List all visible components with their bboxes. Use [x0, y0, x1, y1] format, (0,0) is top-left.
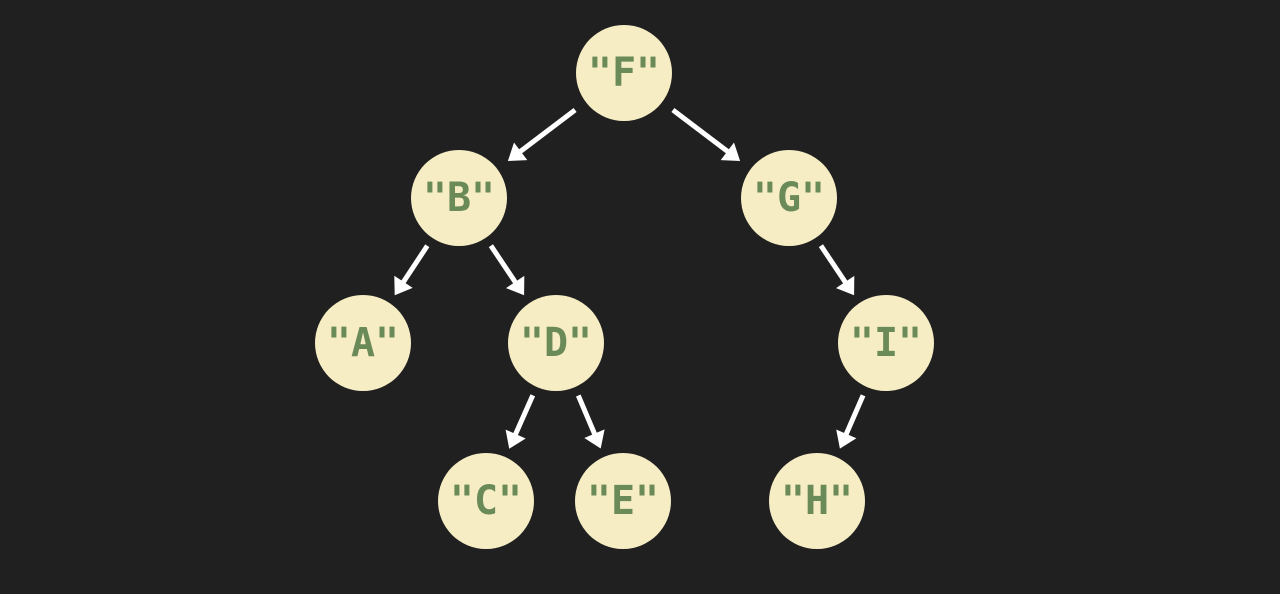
edge-arrow — [505, 394, 536, 449]
tree-node-b: "B" — [411, 150, 507, 246]
node-circle — [411, 150, 507, 246]
edge-line — [512, 394, 536, 437]
node-circle — [438, 453, 534, 549]
arrowhead — [506, 275, 525, 296]
arrowhead — [836, 275, 855, 296]
edge-arrow — [394, 244, 430, 296]
tree-node-h: "H" — [769, 453, 865, 549]
arrowhead — [720, 142, 741, 161]
edge-arrow — [836, 394, 866, 449]
node-label: "F" — [588, 50, 660, 96]
arrowhead — [584, 429, 605, 449]
node-circle — [769, 453, 865, 549]
node-label: "A" — [327, 320, 399, 366]
tree-node-f: "F" — [576, 25, 672, 121]
edge-line — [575, 394, 598, 437]
node-circle — [508, 295, 604, 391]
tree-node-e: "E" — [575, 453, 671, 549]
nodes-layer: "F" "B" "G" "A" "D" "I" "C" "E" "H" — [315, 25, 934, 549]
tree-node-i: "I" — [838, 295, 934, 391]
node-label: "B" — [423, 175, 495, 221]
edge-line — [818, 244, 849, 285]
node-circle — [575, 453, 671, 549]
node-label: "E" — [587, 478, 659, 524]
edge-arrow — [818, 244, 855, 296]
tree-node-c: "C" — [438, 453, 534, 549]
arrowhead — [505, 429, 526, 449]
edge-arrow — [488, 244, 525, 296]
node-circle — [741, 150, 837, 246]
edge-arrow — [575, 394, 605, 449]
edges-layer — [394, 108, 866, 449]
tree-node-d: "D" — [508, 295, 604, 391]
node-circle — [838, 295, 934, 391]
edge-line — [400, 244, 430, 285]
edge-arrow — [507, 108, 577, 161]
arrowhead — [394, 275, 413, 296]
node-label: "H" — [781, 478, 853, 524]
tree-node-a: "A" — [315, 295, 411, 391]
arrowhead — [836, 429, 857, 449]
edge-arrow — [671, 108, 741, 161]
node-label: "D" — [520, 320, 592, 366]
node-label: "G" — [753, 175, 825, 221]
edge-line — [671, 108, 731, 155]
node-circle — [315, 295, 411, 391]
node-circle — [576, 25, 672, 121]
node-label: "I" — [850, 320, 922, 366]
arrowhead — [507, 142, 528, 161]
edge-line — [517, 108, 577, 155]
edge-line — [843, 394, 866, 437]
node-label: "C" — [450, 478, 522, 524]
tree-node-g: "G" — [741, 150, 837, 246]
edge-line — [488, 244, 519, 285]
